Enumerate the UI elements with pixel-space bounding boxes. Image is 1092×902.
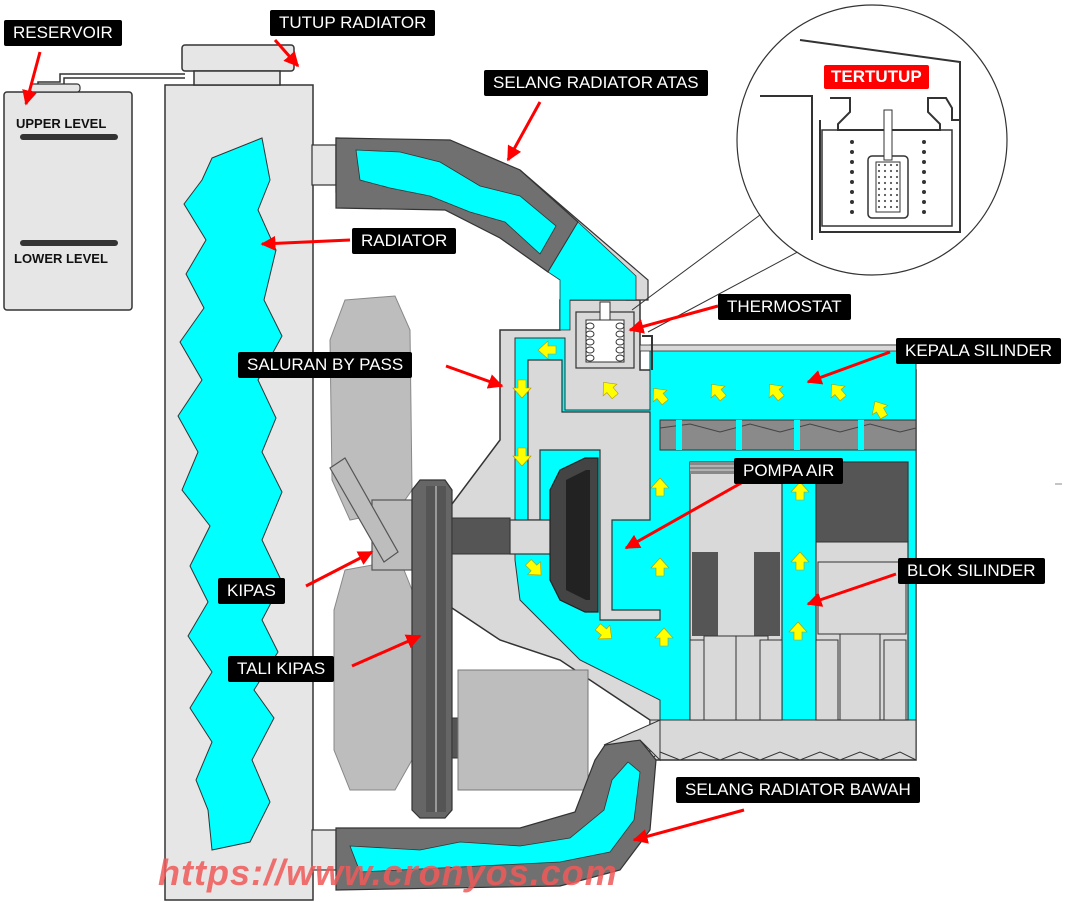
cylinders	[689, 461, 909, 721]
upper-hose	[311, 137, 649, 331]
label-pompa-air: POMPA AIR	[734, 458, 844, 484]
watermark-url: https://www.cronyos.com	[158, 852, 618, 893]
label-selang-radiator-bawah: SELANG RADIATOR BAWAH	[676, 777, 920, 803]
label-pointer-arrows	[22, 39, 897, 844]
radiator-core	[164, 84, 314, 901]
lower-level-text: LOWER LEVEL	[14, 251, 108, 266]
label-tertutup: TERTUTUP	[824, 65, 929, 89]
upper-level-text: UPPER LEVEL	[16, 116, 107, 131]
thermostat	[575, 301, 653, 370]
reservoir	[3, 73, 185, 311]
label-blok-silinder: BLOK SILINDER	[898, 558, 1045, 584]
label-kipas: KIPAS	[218, 578, 285, 604]
label-radiator: RADIATOR	[352, 228, 457, 254]
label-saluran-by-pass: SALURAN BY PASS	[238, 352, 413, 378]
label-thermostat: THERMOSTAT	[718, 294, 851, 320]
water-pump	[509, 457, 599, 613]
lower-hose	[311, 719, 661, 891]
radiator-cap	[181, 44, 295, 86]
label-reservoir: RESERVOIR	[4, 20, 122, 46]
thermostat-zoom-callout	[631, 4, 1008, 333]
label-tutup-radiator: TUTUP RADIATOR	[270, 10, 436, 36]
label-selang-radiator-atas: SELANG RADIATOR ATAS	[484, 70, 708, 96]
label-tali-kipas: TALI KIPAS	[228, 656, 335, 682]
label-kepala-silinder: KEPALA SILINDER	[896, 338, 1062, 364]
